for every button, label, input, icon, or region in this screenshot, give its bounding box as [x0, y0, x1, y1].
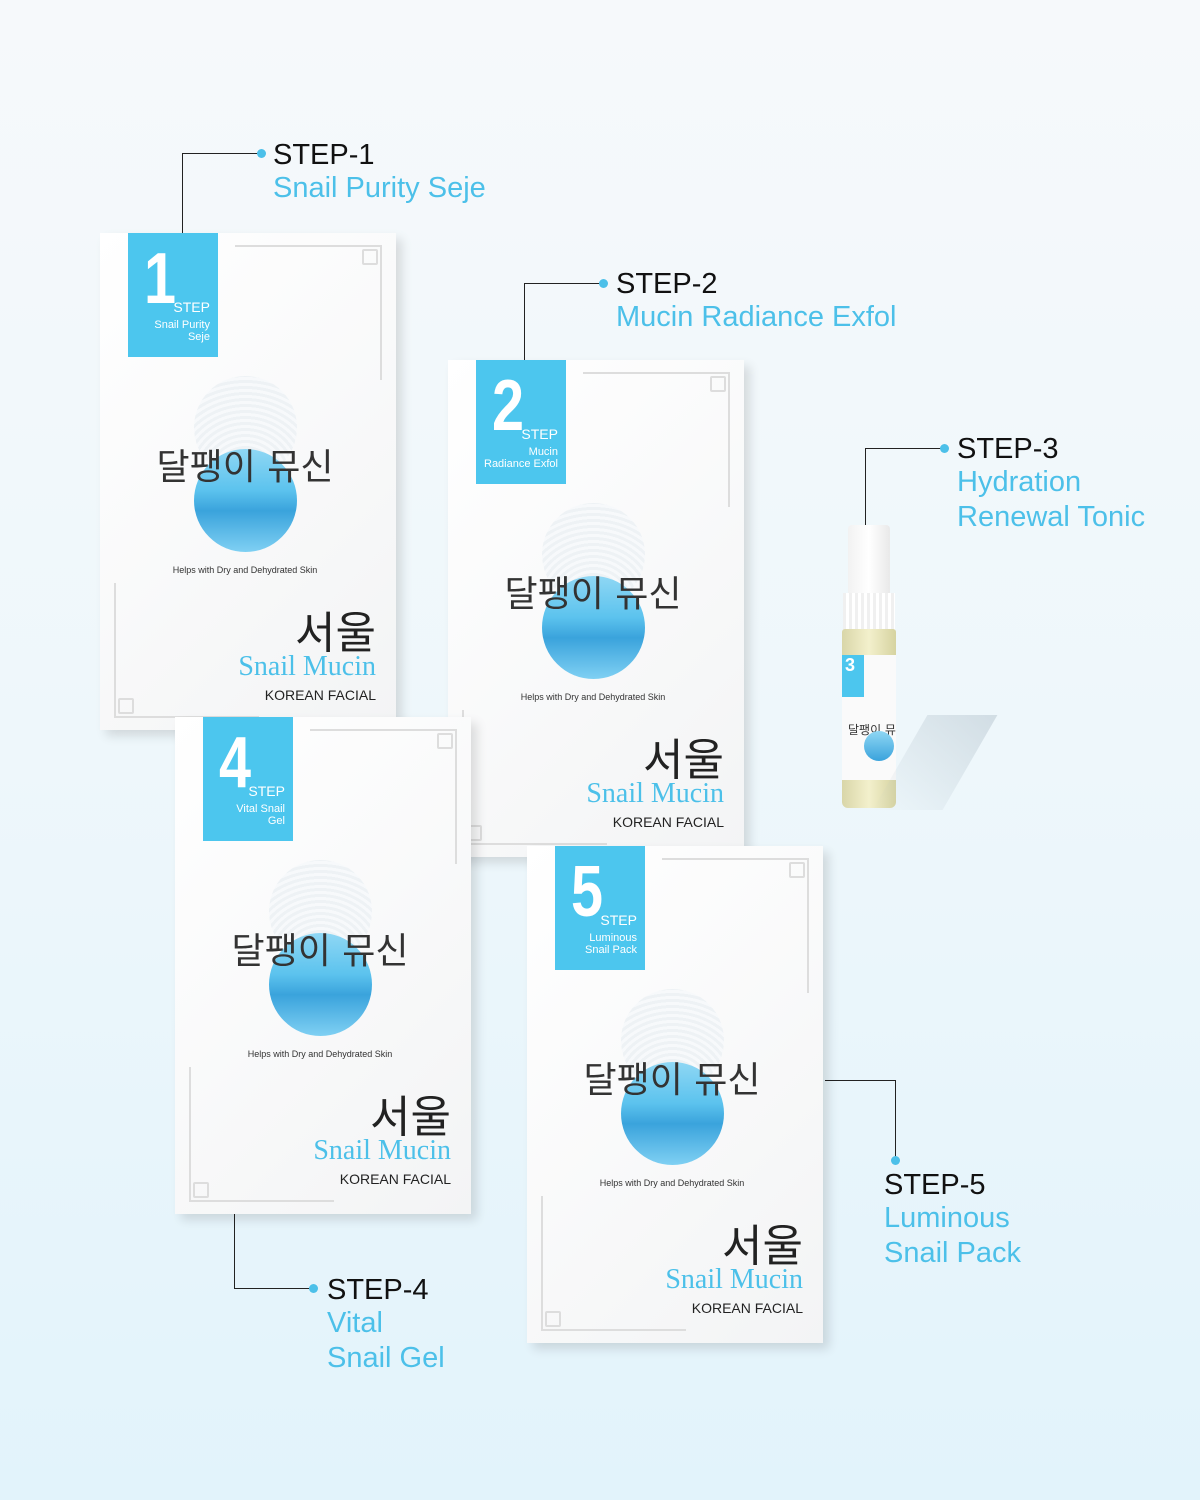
- helps-text: Helps with Dry and Dehydrated Skin: [599, 1178, 745, 1188]
- product-packet: 4 STEP Vital Snail Gel 달팽이 뮤신 Helps with…: [175, 717, 471, 1214]
- step-subtitle: Hydration Renewal Tonic: [957, 466, 1146, 533]
- helps-text: Helps with Dry and Dehydrated Skin: [172, 565, 318, 575]
- step-number: 1: [144, 239, 177, 319]
- knot-ornament-icon: [362, 249, 378, 265]
- tonic-bottle: 3 달팽이 뮤: [840, 525, 898, 808]
- seoul-text: 서울: [370, 1092, 451, 1143]
- korean-title: 달팽이 뮤신: [231, 931, 409, 972]
- seoul-text: 서울: [722, 1221, 803, 1272]
- water-circle: [542, 576, 645, 679]
- step-subtitle: Mucin Radiance Exfol: [616, 301, 897, 333]
- knot-ornament-icon: [545, 1311, 561, 1327]
- step-title: STEP-5: [884, 1169, 986, 1201]
- step-title: STEP-3: [957, 433, 1059, 465]
- korean-title: 달팽이 뮤신: [156, 447, 334, 488]
- step-word: STEP: [248, 783, 285, 799]
- knot-ornament-icon: [710, 376, 726, 392]
- step-number: 5: [571, 852, 604, 932]
- product-packet: 5 STEP Luminous Snail Pack 달팽이 뮤신 Helps …: [527, 846, 823, 1343]
- knot-ornament-icon: [118, 698, 134, 714]
- water-circle: [269, 933, 372, 1036]
- seoul-text: 서울: [643, 735, 724, 786]
- step-subtitle: Vital Snail Gel: [327, 1307, 445, 1374]
- seoul-text: 서울: [295, 608, 376, 659]
- step-title: STEP-1: [273, 139, 375, 171]
- step-tab: 2 STEP Mucin Radiance Exfol: [476, 360, 566, 484]
- brand-name: Snail Mucin: [586, 778, 724, 809]
- helps-text: Helps with Dry and Dehydrated Skin: [520, 692, 666, 702]
- korean-title: 달팽이 뮤신: [583, 1060, 761, 1101]
- brand-name: Snail Mucin: [665, 1264, 803, 1295]
- brand-name: Snail Mucin: [313, 1135, 451, 1166]
- step-name: Snail Purity Seje: [154, 319, 210, 343]
- product-packet: 1 STEP Snail Purity Seje 달팽이 뮤신 Helps wi…: [100, 233, 396, 730]
- step-word: STEP: [600, 912, 637, 928]
- step-title: STEP-4: [327, 1274, 429, 1306]
- brand-name: Snail Mucin: [238, 651, 376, 682]
- step-name: Vital Snail Gel: [236, 803, 285, 827]
- step-name: Mucin Radiance Exfol: [484, 446, 558, 470]
- korean-facial-text: KOREAN FACIAL: [691, 1300, 803, 1316]
- korean-facial-text: KOREAN FACIAL: [264, 687, 376, 703]
- korean-facial-text: KOREAN FACIAL: [612, 814, 724, 830]
- water-circle: [621, 1062, 724, 1165]
- korean-title: 달팽이 뮤신: [504, 574, 682, 615]
- step-tab: 4 STEP Vital Snail Gel: [203, 717, 293, 841]
- step-number: 2: [492, 366, 525, 446]
- step-word: STEP: [521, 426, 558, 442]
- step-title: STEP-2: [616, 268, 718, 300]
- step-subtitle: Luminous Snail Pack: [884, 1202, 1022, 1269]
- bottle-step-number: 3: [842, 655, 864, 697]
- korean-facial-text: KOREAN FACIAL: [339, 1171, 451, 1187]
- knot-ornament-icon: [193, 1182, 209, 1198]
- water-circle: [194, 449, 297, 552]
- helps-text: Helps with Dry and Dehydrated Skin: [247, 1049, 393, 1059]
- step-number: 4: [219, 723, 252, 803]
- step-subtitle: Snail Purity Seje: [273, 172, 486, 204]
- knot-ornament-icon: [789, 862, 805, 878]
- step-tab: 5 STEP Luminous Snail Pack: [555, 846, 645, 970]
- product-packet: 2 STEP Mucin Radiance Exfol 달팽이 뮤신 Helps…: [448, 360, 744, 857]
- knot-ornament-icon: [437, 733, 453, 749]
- step-word: STEP: [173, 299, 210, 315]
- step-tab: 1 STEP Snail Purity Seje: [128, 233, 218, 357]
- step-name: Luminous Snail Pack: [585, 932, 637, 956]
